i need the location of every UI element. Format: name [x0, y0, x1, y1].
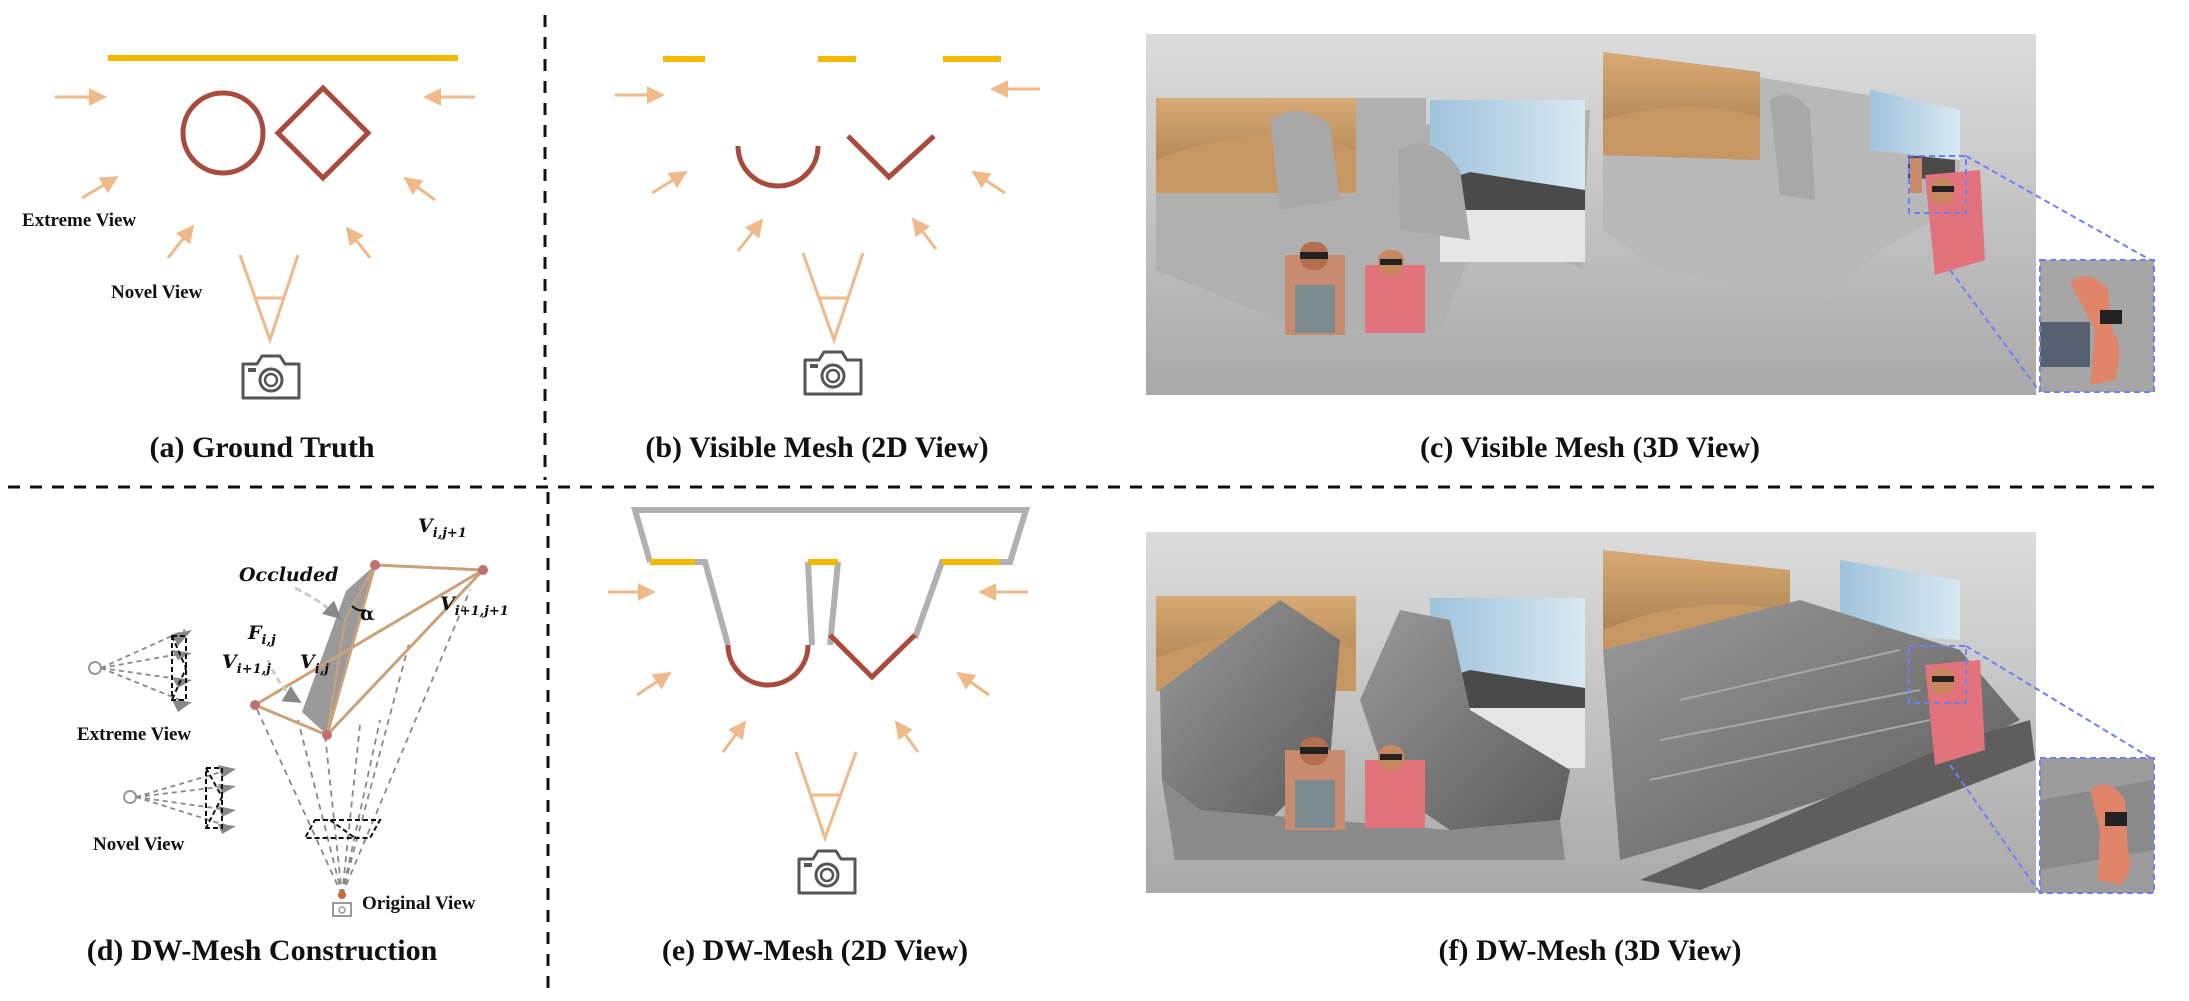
- panel-f-dw-mesh-3d: (f) DW-Mesh (3D View): [1146, 532, 2155, 967]
- original-view-label: Original View: [362, 893, 476, 914]
- novel-view-label: Novel View: [111, 282, 203, 303]
- vertex-i1-j1: Vi+1,j+1: [440, 593, 509, 619]
- extreme-view-label: Extreme View: [77, 724, 191, 745]
- ray-arrow: [894, 720, 920, 753]
- render-front-view: [1146, 532, 1593, 893]
- ray-arrow: [911, 217, 938, 250]
- caption-a: (a) Ground Truth: [149, 431, 374, 464]
- panel-b-visible-mesh-2d: (b) Visible Mesh (2D View): [615, 56, 1040, 464]
- caption-f: (f) DW-Mesh (3D View): [1439, 934, 1742, 967]
- zoom-source-box: [1908, 645, 1967, 704]
- vertex-i-j1: Vi,j+1: [418, 515, 467, 541]
- vertex-base: V: [418, 515, 435, 537]
- camera-icon: [241, 354, 301, 400]
- vertex-base: V: [300, 651, 317, 673]
- face-subscript: i,j: [262, 633, 276, 648]
- render-side-view: [1593, 532, 2036, 893]
- zoom-connector: [1965, 155, 2155, 263]
- panel-d-dw-mesh-construction: Extreme View Novel View Original View: [77, 515, 509, 967]
- camera-icon: [803, 350, 863, 396]
- vertex-subscript: i+1,j: [237, 662, 271, 677]
- face-arrow: [266, 659, 302, 704]
- ray-arrow: [736, 218, 764, 252]
- view-frustum: [794, 751, 858, 843]
- ray-arrow: [166, 224, 195, 259]
- zoom-inset: [2039, 757, 2155, 894]
- ray-arrow: [345, 226, 372, 259]
- vertex-subscript: i+1,j+1: [455, 604, 509, 619]
- occluded-arrow: [294, 586, 342, 620]
- render-side-view: [1593, 34, 2036, 395]
- extreme-view-camera: [88, 629, 192, 712]
- face-i-j: Fi,j: [247, 622, 276, 648]
- vertex-subscript: i,j+1: [433, 526, 467, 541]
- occluded-label: Occluded: [239, 564, 338, 586]
- ray-arrow: [651, 170, 688, 195]
- zoom-connector: [1965, 645, 2155, 761]
- visible-circle-arc: [725, 644, 811, 688]
- ray-arrow: [636, 671, 672, 697]
- novel-view-camera: [123, 765, 236, 834]
- depth-wall-mesh: [631, 507, 1031, 646]
- ray-arrow: [403, 176, 436, 202]
- original-view-rays: [254, 589, 471, 917]
- alpha-angle-arc: [351, 605, 367, 612]
- extreme-view-label: Extreme View: [22, 210, 136, 231]
- vertex-base: V: [440, 593, 457, 615]
- panel-e-dw-mesh-2d: (e) DW-Mesh (2D View): [608, 507, 1031, 967]
- zoom-connector: [1949, 269, 2041, 393]
- panel-c-visible-mesh-3d: (c) Visible Mesh (3D View): [1146, 34, 2155, 464]
- zoom-source-box: [1908, 155, 1967, 214]
- caption-c: (c) Visible Mesh (3D View): [1420, 431, 1760, 464]
- caption-e: (e) DW-Mesh (2D View): [662, 934, 968, 967]
- view-frustum: [801, 252, 865, 345]
- panel-a-ground-truth: Extreme View Novel View (a) Ground Truth: [22, 55, 475, 464]
- vertex-subscript: i,j: [315, 662, 329, 677]
- ray-arrow: [721, 720, 747, 753]
- visible-diamond-part: [828, 633, 917, 681]
- ray-arrow: [971, 170, 1006, 195]
- dw-mesh-quad: [250, 560, 488, 740]
- vertex-i1-j: Vi+1,j: [222, 651, 271, 677]
- render-front-view: [1146, 34, 1593, 395]
- novel-view-label: Novel View: [93, 834, 185, 855]
- caption-b: (b) Visible Mesh (2D View): [645, 431, 988, 464]
- alpha-label: α: [360, 603, 375, 625]
- zoom-inset: [2039, 259, 2155, 393]
- caption-d: (d) DW-Mesh Construction: [87, 934, 438, 967]
- face-base: F: [247, 622, 263, 644]
- ray-arrow: [81, 175, 119, 200]
- circle-object: [180, 90, 266, 176]
- vertex-base: V: [222, 651, 239, 673]
- diamond-object: [274, 84, 372, 182]
- camera-icon: [797, 849, 857, 895]
- visible-diamond-part: [846, 134, 936, 181]
- view-frustum: [238, 254, 300, 345]
- zoom-connector: [1949, 764, 2041, 894]
- ray-arrow: [956, 671, 990, 697]
- vertex-i-j: Vi,j: [300, 651, 329, 677]
- visible-circle-arc: [735, 145, 821, 189]
